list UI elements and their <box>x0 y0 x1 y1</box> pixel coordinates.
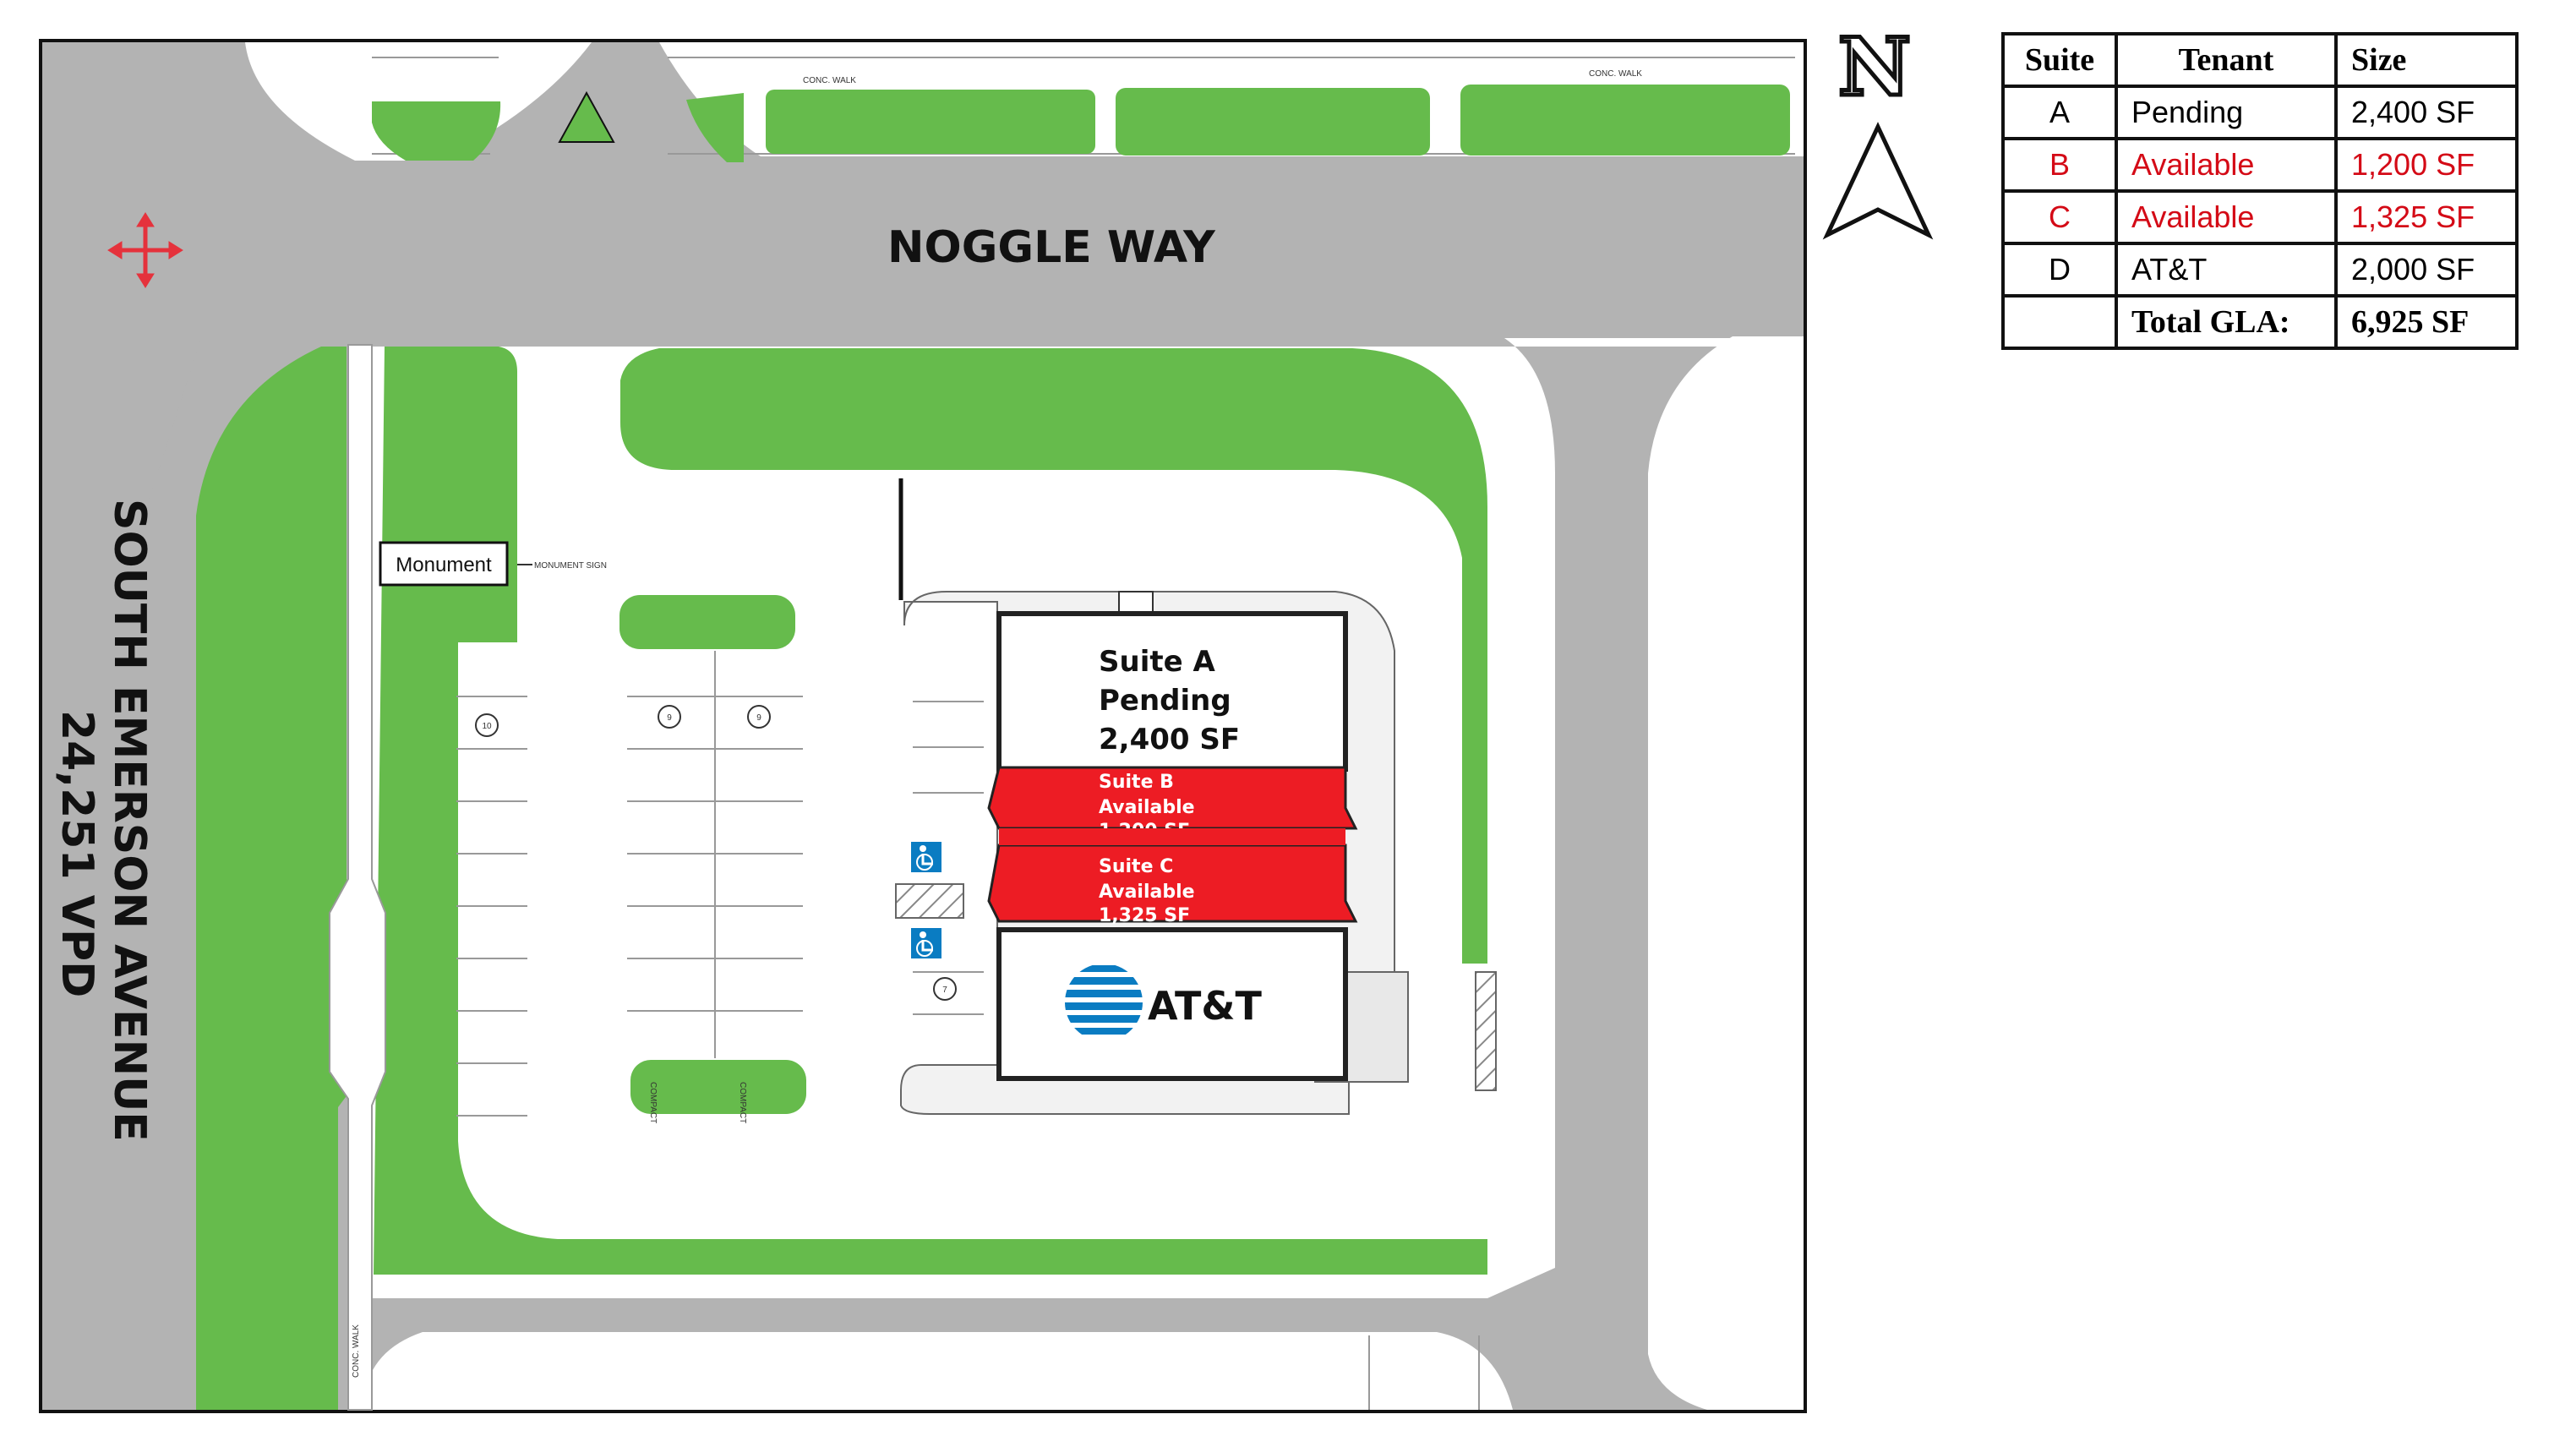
legend-header-suite: Suite <box>2001 32 2118 88</box>
legend-suite: B <box>2001 137 2118 193</box>
parking-count-7: 7 <box>933 977 957 1001</box>
south-emerson-label: SOUTH EMERSON AVENUE <box>104 499 155 1142</box>
svg-text:7: 7 <box>942 986 947 995</box>
site-landscape <box>196 347 1487 1410</box>
north-landscape <box>372 85 1790 162</box>
accessible-aisle <box>895 883 964 919</box>
legend-header-tenant: Tenant <box>2115 32 2338 88</box>
noggle-way-label: NOGGLE WAY <box>887 222 1216 273</box>
legend-suite: C <box>2001 189 2118 245</box>
entry-arrows-icon <box>107 212 183 288</box>
legend-total-label: Total GLA: <box>2115 294 2338 350</box>
att-logo-text: AT&T <box>1148 983 1263 1029</box>
legend-total-empty <box>2001 294 2118 350</box>
legend-size: 2,400 SF <box>2334 85 2519 140</box>
parking-count-10: 10 <box>475 713 499 737</box>
compact-label-a: COMPACT <box>648 1082 658 1123</box>
legend-header-row: Suite Tenant Size <box>2001 32 2519 88</box>
north-arrow-icon: N <box>1822 19 1934 240</box>
conc-walk-label: CONC. WALK <box>352 1324 361 1378</box>
legend-row-b: B Available 1,200 SF <box>2001 137 2519 193</box>
parking-count-9b: 9 <box>747 705 771 729</box>
legend-total-value: 6,925 SF <box>2334 294 2519 350</box>
suite-c-name: Suite C <box>1099 856 1173 877</box>
legend-tenant: Available <box>2115 137 2338 193</box>
legend-size: 2,000 SF <box>2334 242 2519 298</box>
north-letter: N <box>1838 21 1911 114</box>
monument-box <box>379 541 509 587</box>
parking-stalls <box>456 478 984 1117</box>
svg-text:9: 9 <box>667 713 672 723</box>
parking-count-markers: 10 9 9 7 <box>475 705 957 1001</box>
suite-a-name: Suite A <box>1099 645 1215 679</box>
suite-legend-table: Suite Tenant Size A Pending 2,400 SF B A… <box>2001 32 2519 350</box>
suite-a-status: Pending <box>1099 684 1231 718</box>
building: Suite A Pending 2,400 SF Suite B Availab… <box>987 611 1358 1081</box>
svg-text:9: 9 <box>756 713 761 723</box>
legend-suite: D <box>2001 242 2118 298</box>
legend-suite: A <box>2001 85 2118 140</box>
svg-text:10: 10 <box>482 722 492 731</box>
suite-c-status: Available <box>1099 882 1195 903</box>
suite-d-block <box>996 927 1348 1081</box>
suite-c-size: 1,325 SF <box>1099 905 1190 926</box>
accessible-parking-icon <box>911 842 941 958</box>
legend-size: 1,200 SF <box>2334 137 2519 193</box>
compact-label-b: COMPACT <box>738 1082 747 1123</box>
legend-row-c: C Available 1,325 SF <box>2001 189 2519 245</box>
conc-walk-emerson: CONC. WALK <box>329 344 386 1411</box>
parking-count-9a: 9 <box>658 705 681 729</box>
legend-row-a: A Pending 2,400 SF <box>2001 85 2519 140</box>
legend-tenant: Pending <box>2115 85 2338 140</box>
monument-label: Monument <box>396 554 492 576</box>
conc-walk-label-north-east: CONC. WALK <box>1589 69 1642 79</box>
suite-b-name: Suite B <box>1099 772 1174 793</box>
legend-header-size: Size <box>2334 32 2519 88</box>
suite-a-block <box>996 611 1348 772</box>
legend-row-d: D AT&T 2,000 SF <box>2001 242 2519 298</box>
suite-b-status: Available <box>1099 797 1195 818</box>
traffic-count-label: 24,251 VPD <box>52 710 102 997</box>
att-globe-icon <box>1065 964 1143 1041</box>
legend-total-row: Total GLA: 6,925 SF <box>2001 294 2519 350</box>
triangle-marker-icon <box>558 90 615 143</box>
south-emerson-avenue-road <box>42 42 201 1410</box>
suite-b-block <box>987 766 1358 830</box>
conc-walk-label-north: CONC. WALK <box>803 76 856 85</box>
monument-sign-label: MONUMENT SIGN <box>534 561 607 571</box>
legend-tenant: Available <box>2115 189 2338 245</box>
suite-a-size: 2,400 SF <box>1099 723 1240 756</box>
legend-tenant: AT&T <box>2115 242 2338 298</box>
legend-size: 1,325 SF <box>2334 189 2519 245</box>
